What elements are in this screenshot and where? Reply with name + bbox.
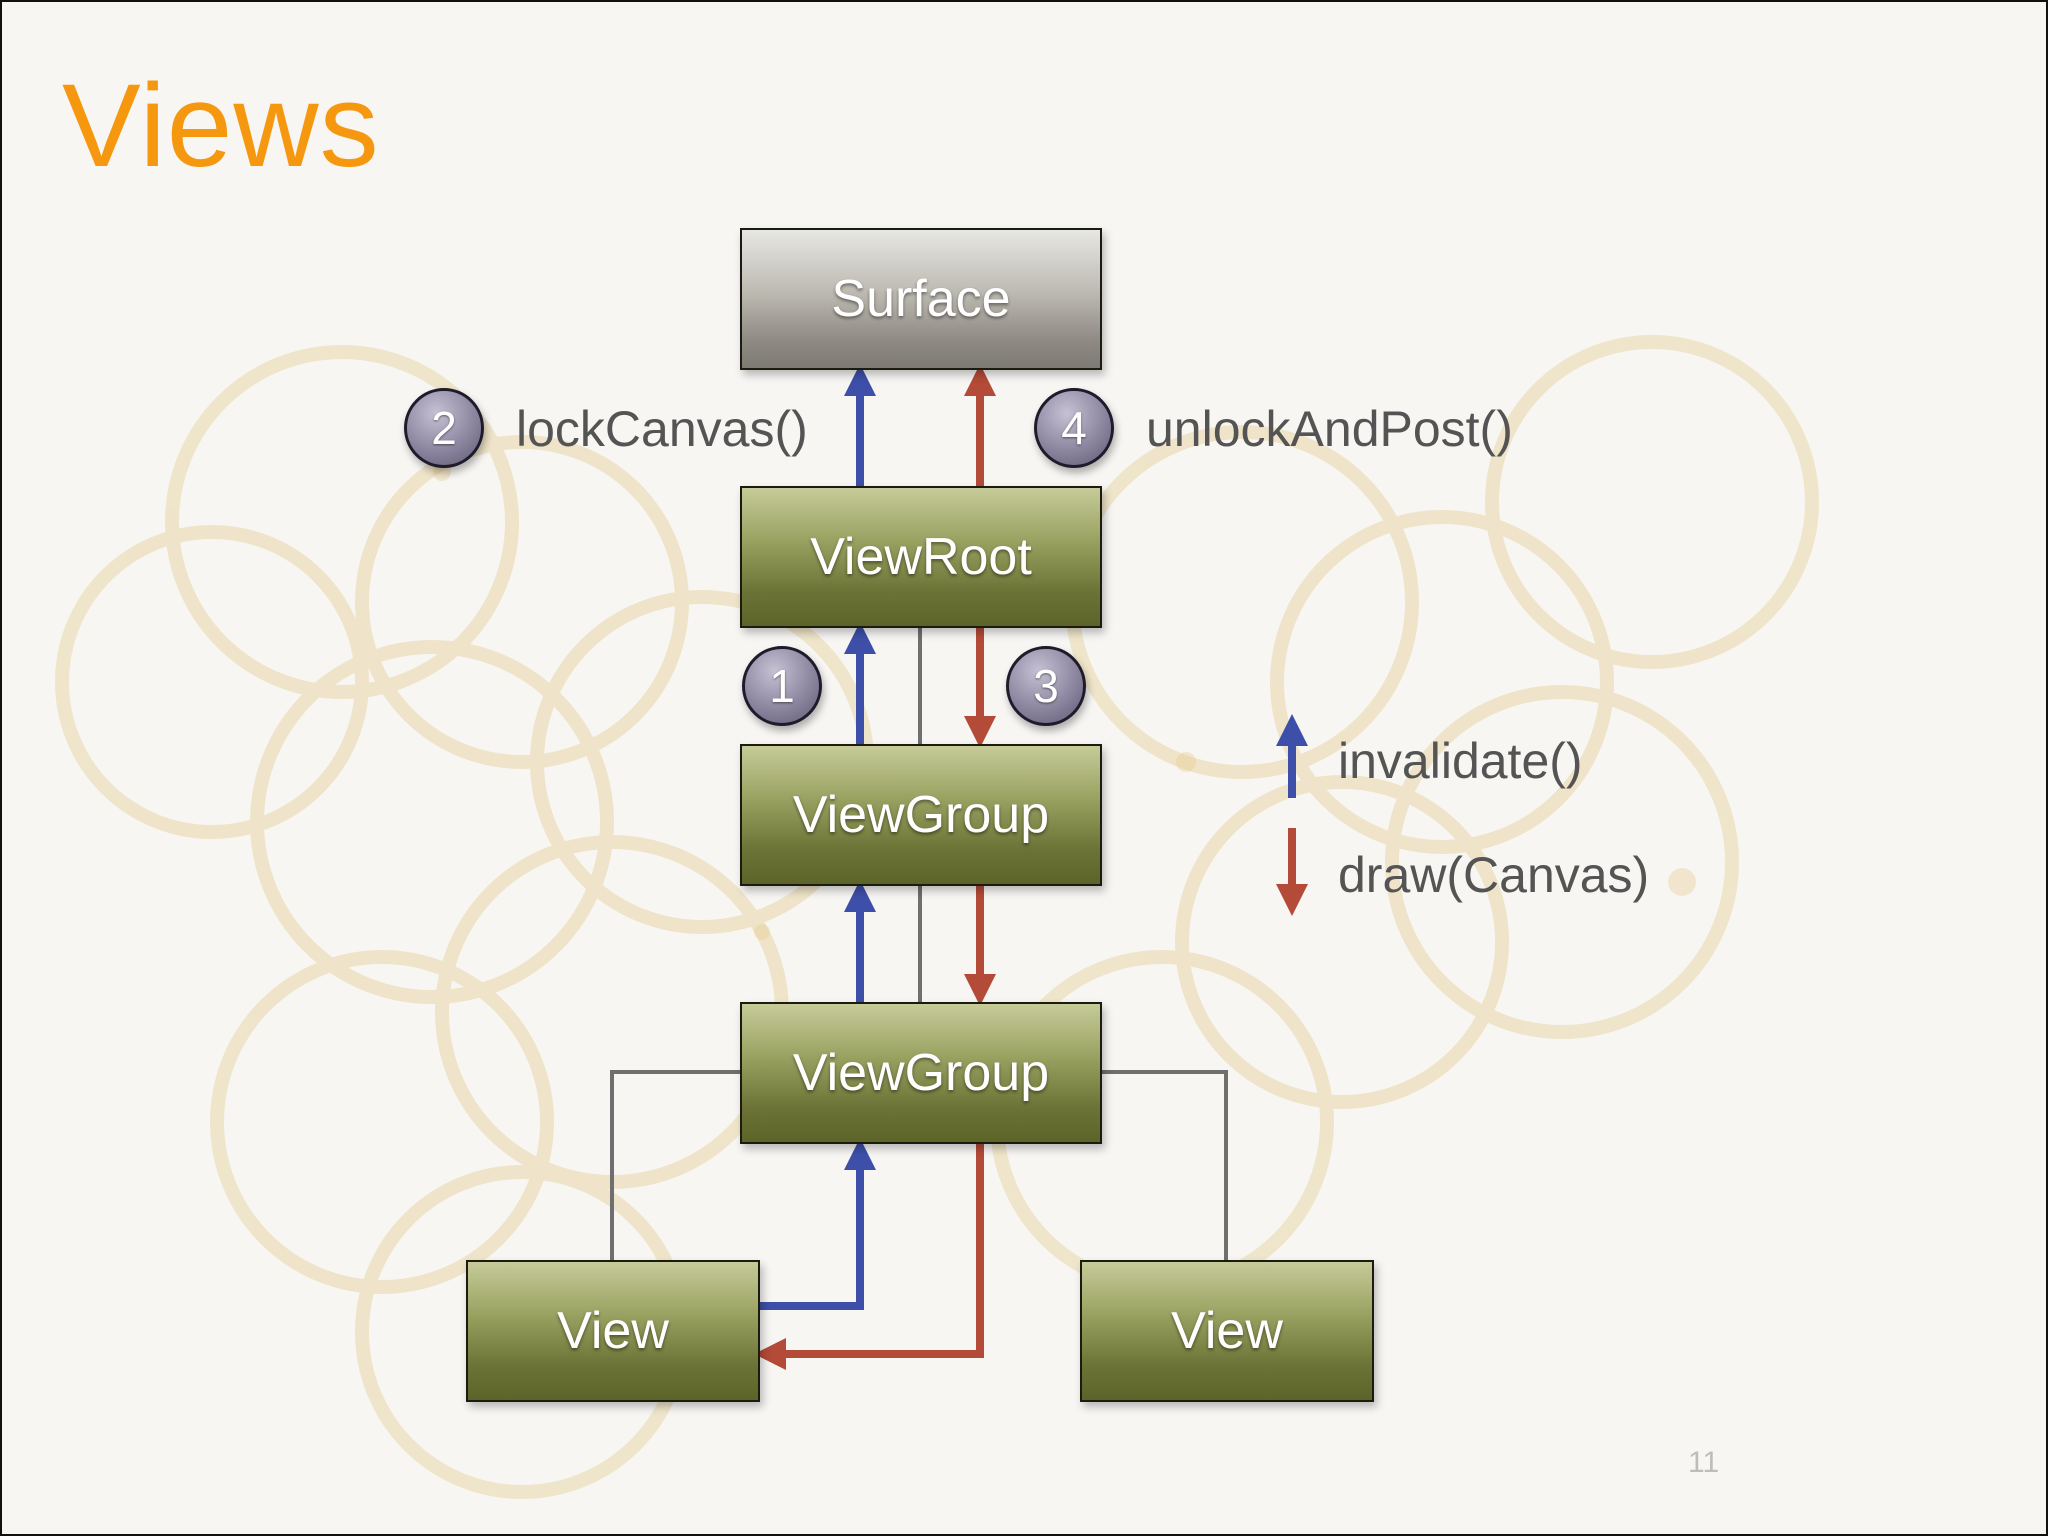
connector-viewgroup-view-right <box>1098 1070 1228 1260</box>
step-badge-2-number: 2 <box>431 402 457 454</box>
invalidate-arrow-view-viewgroup <box>758 1138 876 1310</box>
view-node-right: View <box>1080 1260 1374 1402</box>
legend-invalidate-label: invalidate() <box>1338 733 1583 789</box>
step-badge-1-number: 1 <box>769 660 795 712</box>
view-node-right-label: View <box>1171 1302 1283 1360</box>
step-badge-3-number: 3 <box>1033 660 1059 712</box>
draw-arrow-viewgroup-view <box>754 1144 984 1370</box>
view-node-left: View <box>466 1260 760 1402</box>
step-badge-2: 2 <box>404 388 484 468</box>
slide-page-number: 11 <box>1688 1446 1720 1479</box>
viewgroup-node-upper-label: ViewGroup <box>792 786 1050 844</box>
viewgroup-node-lower-label: ViewGroup <box>792 1044 1050 1102</box>
slide-title: Views <box>62 60 380 192</box>
viewroot-node-label: ViewRoot <box>810 528 1032 586</box>
step-badge-1: 1 <box>742 646 822 726</box>
step-badge-3: 3 <box>1006 646 1086 726</box>
surface-node-label: Surface <box>831 270 1011 328</box>
surface-node: Surface <box>740 228 1102 370</box>
viewroot-node: ViewRoot <box>740 486 1102 628</box>
unlock-and-post-label: unlockAndPost() <box>1146 401 1513 457</box>
lock-canvas-label: lockCanvas() <box>516 401 808 457</box>
viewgroup-node-upper: ViewGroup <box>740 744 1102 886</box>
viewgroup-node-lower: ViewGroup <box>740 1002 1102 1144</box>
connector-viewgroup-view-left <box>610 1070 742 1260</box>
step-badge-4-number: 4 <box>1061 402 1087 454</box>
step-badge-4: 4 <box>1034 388 1114 468</box>
view-node-left-label: View <box>557 1302 669 1360</box>
legend-draw-label: draw(Canvas) <box>1338 847 1650 903</box>
